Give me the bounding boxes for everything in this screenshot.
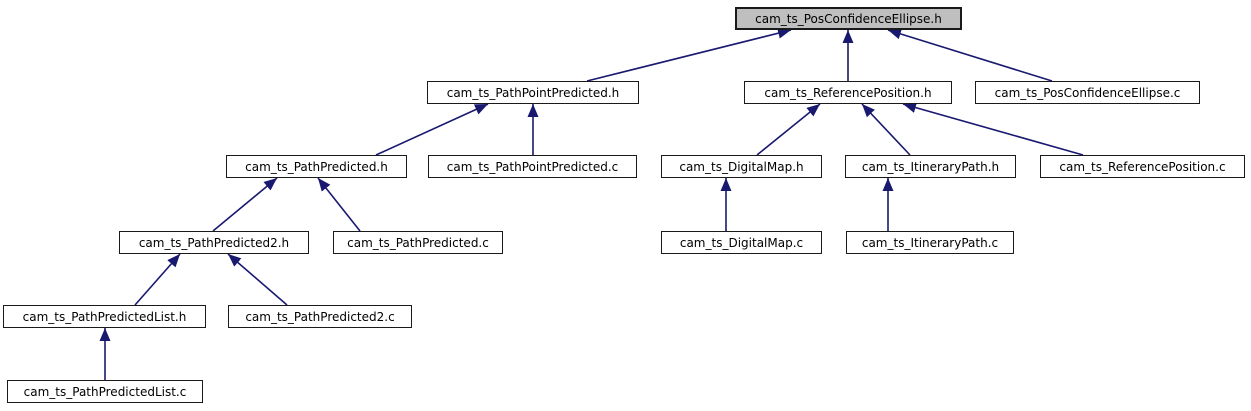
edge-digital-map-h-to-reference-position-h — [756, 103, 821, 156]
graph-node-path-predicted-list-c[interactable]: cam_ts_PathPredictedList.c — [7, 380, 203, 403]
edge-path-predicted2-c-to-path-predicted2-h — [227, 253, 288, 306]
graph-node-path-predicted2-c[interactable]: cam_ts_PathPredicted2.c — [228, 305, 412, 328]
graph-node-itinerary-path-h[interactable]: cam_ts_ItineraryPath.h — [845, 155, 1016, 178]
graph-node-reference-position-h[interactable]: cam_ts_ReferencePosition.h — [744, 81, 952, 104]
graph-node-reference-position-c[interactable]: cam_ts_ReferencePosition.c — [1040, 155, 1245, 178]
graph-node-itinerary-path-c[interactable]: cam_ts_ItineraryPath.c — [846, 231, 1014, 254]
graph-node-path-point-predicted-h[interactable]: cam_ts_PathPointPredicted.h — [427, 81, 639, 104]
graph-node-path-point-predicted-c[interactable]: cam_ts_PathPointPredicted.c — [428, 155, 637, 178]
edge-reference-position-c-to-reference-position-h — [902, 102, 1084, 156]
edge-path-predicted-list-h-to-path-predicted2-h — [134, 253, 181, 306]
graph-node-path-predicted-list-h[interactable]: cam_ts_PathPredictedList.h — [3, 305, 206, 328]
graph-node-digital-map-h[interactable]: cam_ts_DigitalMap.h — [661, 155, 822, 178]
edge-path-point-predicted-h-to-pos-confidence-ellipse-h — [586, 27, 792, 82]
graph-node-pos-confidence-ellipse-c[interactable]: cam_ts_PosConfidenceEllipse.c — [975, 81, 1200, 104]
edge-path-predicted-c-to-path-predicted-h — [317, 177, 361, 232]
graph-node-path-predicted-h[interactable]: cam_ts_PathPredicted.h — [226, 155, 407, 178]
graph-node-path-predicted2-h[interactable]: cam_ts_PathPredicted2.h — [119, 231, 309, 254]
edge-itinerary-path-h-to-reference-position-h — [861, 103, 911, 156]
graph-node-path-predicted-c[interactable]: cam_ts_PathPredicted.c — [333, 231, 503, 254]
graph-node-pos-confidence-ellipse-h: cam_ts_PosConfidenceEllipse.h — [735, 7, 962, 30]
graph-node-digital-map-c[interactable]: cam_ts_DigitalMap.c — [661, 231, 822, 254]
edge-pos-confidence-ellipse-c-to-pos-confidence-ellipse-h — [887, 28, 1053, 82]
edge-path-predicted2-h-to-path-predicted-h — [212, 177, 278, 232]
edge-path-predicted-h-to-path-point-predicted-h — [375, 103, 489, 156]
